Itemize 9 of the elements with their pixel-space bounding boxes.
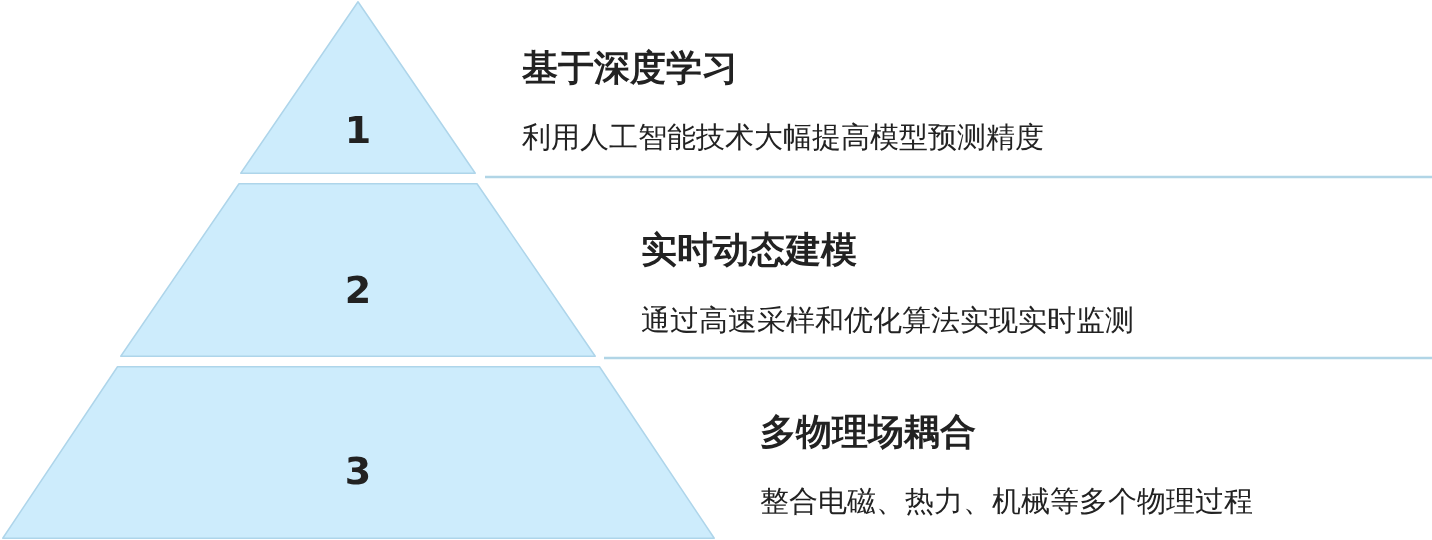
tier-number: 3 [344, 452, 372, 490]
tier-description: 利用人工智能技术大幅提高模型预测精度 [522, 122, 1044, 152]
tier-heading: 多物理场耦合 [760, 414, 976, 450]
tier-heading: 实时动态建模 [641, 232, 857, 268]
tier-number: 1 [344, 111, 372, 149]
tier-description: 整合电磁、热力、机械等多个物理过程 [760, 486, 1253, 516]
tier-number: 2 [344, 271, 372, 309]
tier-heading: 基于深度学习 [522, 50, 738, 86]
tier-description: 通过高速采样和优化算法实现实时监测 [641, 305, 1134, 335]
